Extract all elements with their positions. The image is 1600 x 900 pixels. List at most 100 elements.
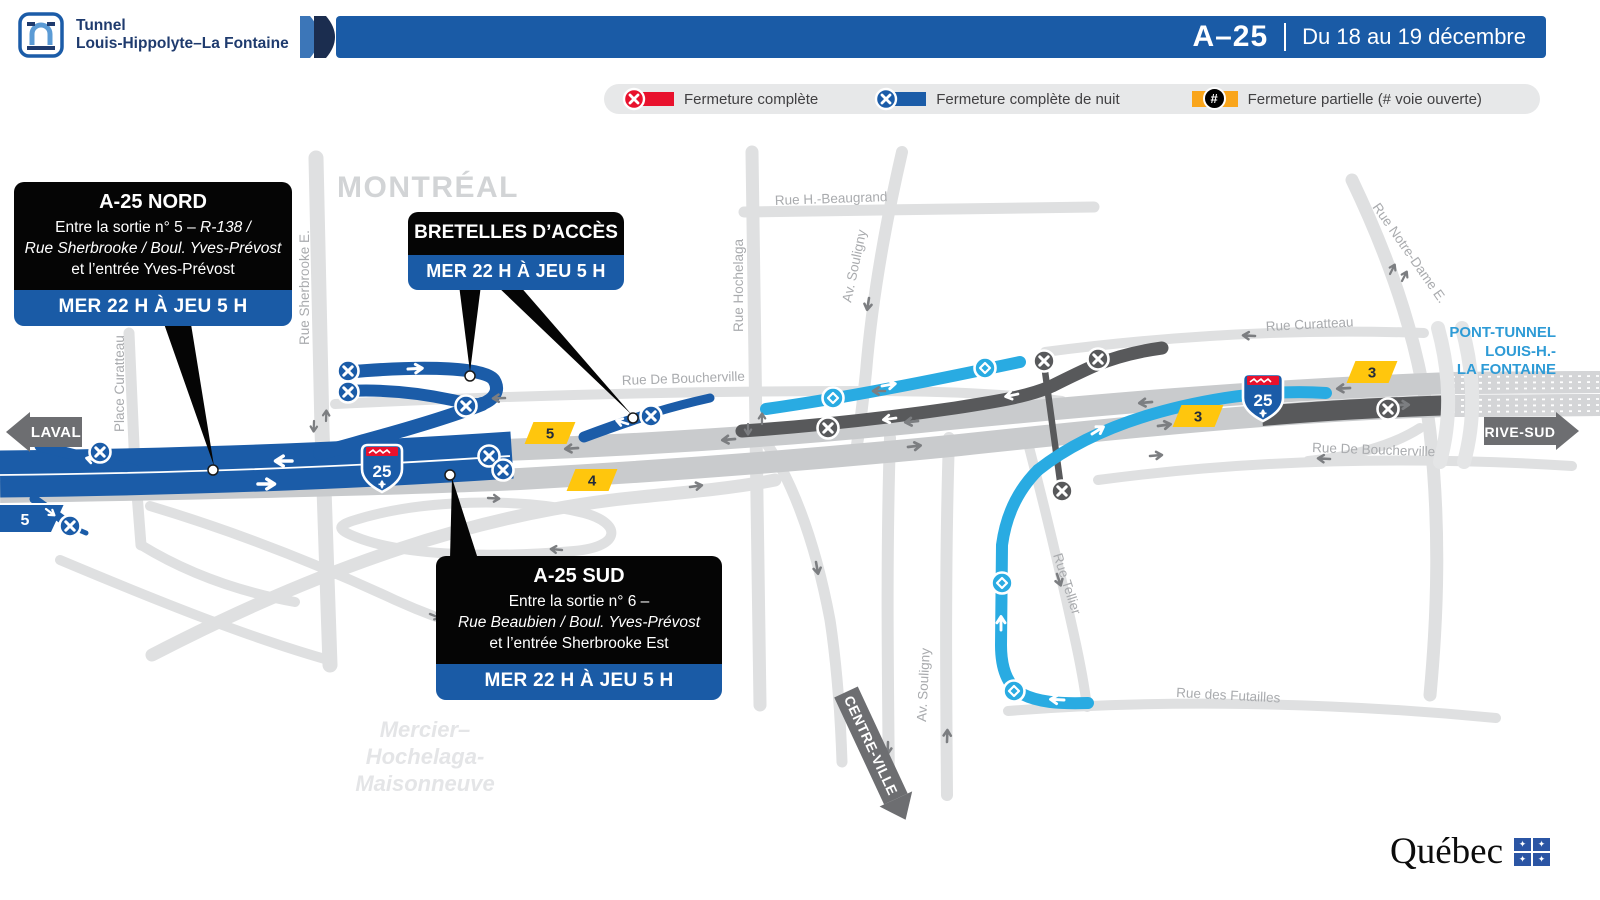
pont-tunnel-label: PONT-TUNNEL LOUIS-H.- LA FONTAINE (1449, 324, 1556, 378)
callout-bretelles: BRETELLES D’ACCÈS MER 22 H À JEU 5 H (408, 212, 624, 290)
road-rue-notre-dame (1345, 173, 1444, 702)
closed-road-x-badge (816, 416, 840, 440)
callout-title: A-25 SUD (533, 565, 625, 587)
city-label: MONTRÉAL (337, 170, 519, 204)
quebec-flag-icon (1514, 837, 1550, 866)
detour-diamond-badge (973, 356, 997, 380)
svg-text:LOUIS-H.-: LOUIS-H.- (1485, 343, 1556, 360)
closed-road-x-badge (1086, 347, 1110, 371)
svg-text:3: 3 (1368, 365, 1376, 382)
rive-sud-badge: RIVE-SUD (1484, 412, 1579, 450)
road-loop-ramp (336, 497, 617, 560)
night-closure-x-badge (58, 514, 82, 538)
callout-title: A-25 NORD (99, 191, 207, 213)
street-label-sherbrooke: Rue Sherbrooke E. (297, 230, 312, 345)
quebec-label: Québec (1390, 831, 1503, 872)
svg-text:5: 5 (546, 426, 554, 443)
svg-text:PONT-TUNNEL: PONT-TUNNEL (1449, 324, 1556, 341)
closed-ramp-vertical (1040, 360, 1065, 492)
road-place-curatteau-ext (136, 540, 300, 607)
callout-a25-sud: A-25 SUD Entre la sortie n° 6 – Rue Beau… (436, 556, 722, 700)
road-rue-tellier (1024, 442, 1092, 712)
exit5-tab: 5 (0, 503, 64, 532)
detour-merge (1032, 386, 1332, 476)
callout-line: et l’entrée Yves-Prévost (71, 261, 235, 278)
tunnel-logo: Tunnel Louis-Hippolyte–La Fontaine (18, 12, 289, 58)
open-lane-badge: 3 (1172, 405, 1224, 427)
callout-line: Entre la sortie n° 5 – R-138 / (55, 219, 251, 236)
a25-centerline (0, 455, 511, 476)
boucherville-ramp-end (651, 393, 715, 417)
callout-body: BRETELLES D’ACCÈS (408, 212, 624, 255)
street-label-hochelaga: Rue Hochelaga (731, 238, 746, 332)
callout-line: Entre la sortie n° 6 – (508, 593, 650, 610)
banner-divider (1284, 23, 1287, 51)
street-label-boucherville-east: Rue De Boucherville (1312, 440, 1436, 459)
street-label-souligny-north: Av. Souligny (839, 228, 869, 304)
legend-bar: Fermeture complète Fermeture complète de… (604, 84, 1540, 114)
open-lane-badges: 5 4 3 3 (524, 361, 1398, 491)
exit5-tab-number: 5 (21, 512, 30, 529)
header-banner: A–25 Du 18 au 19 décembre (336, 16, 1546, 58)
closed-road-x-badge (1376, 397, 1400, 421)
legend-partial-label: Fermeture partielle (# voie ouverte) (1247, 90, 1482, 108)
detour-diamond-badge (990, 571, 1014, 595)
svg-text:Mercier–: Mercier– (380, 717, 471, 742)
street-label-place-curatteau: Place Curatteau (112, 335, 127, 432)
legend-complete-label: Fermeture complète (684, 90, 819, 108)
street-label-beaugrand: Rue H.-Beaugrand (775, 189, 888, 208)
a25-closed-band (0, 431, 514, 498)
detour-diamond-badge (821, 386, 845, 410)
blue-swatch (892, 92, 927, 106)
callout-a25-nord: A-25 NORD Entre la sortie n° 5 – R-138 /… (14, 182, 292, 326)
hairpin-arm-a (341, 361, 503, 411)
road-av-souligny-south-b (940, 432, 955, 801)
closed-road-x-badge (1050, 479, 1074, 503)
detour-tellier-loop (994, 464, 1094, 710)
legend-item-complete: Fermeture complète (622, 87, 818, 111)
date-range: Du 18 au 19 décembre (1302, 24, 1526, 49)
legend-item-partial: # Fermeture partielle (# voie ouverte) (1191, 87, 1482, 110)
red-x-circle-icon (622, 87, 646, 111)
tunnel-logo-text: Tunnel Louis-Hippolyte–La Fontaine (76, 17, 289, 53)
red-swatch (640, 92, 674, 106)
night-closure-x-badge (639, 404, 663, 428)
road-rue-sherbrooke (308, 150, 338, 673)
night-closure-x-badge (336, 359, 360, 383)
tunnel-logo-icon (18, 12, 64, 58)
route-title: A–25 (1192, 20, 1269, 53)
callout-schedule: MER 22 H À JEU 5 H (408, 255, 624, 290)
quebec-wordmark: Québec (1390, 830, 1550, 873)
rive-sud-label: RIVE-SUD (1485, 424, 1556, 440)
closed-segment-tunnel-approach (1261, 395, 1459, 426)
svg-text:Hochelaga-: Hochelaga- (366, 744, 485, 769)
tunnel-portal-arcs (1431, 321, 1479, 469)
open-lane-badge: 3 (1346, 361, 1398, 383)
callout-schedule: MER 22 H À JEU 5 H (14, 290, 292, 326)
night-closure-x-badge (491, 458, 515, 482)
legend-item-night: Fermeture complète de nuit (874, 87, 1120, 111)
banner-chevron-decoration (300, 16, 335, 58)
closed-road-x-badge (1032, 349, 1056, 373)
road-rue-curatteau (1040, 326, 1429, 357)
open-lane-badge: 5 (524, 422, 576, 444)
road-ramp-left-b (55, 555, 337, 666)
street-label-tellier: Rue Tellier (1050, 551, 1084, 617)
callout-body: A-25 SUD Entre la sortie n° 6 – Rue Beau… (436, 556, 722, 664)
borough-label: Mercier– Hochelaga- Maisonneuve (355, 717, 494, 796)
street-label-souligny-south: Av. Souligny (914, 647, 933, 722)
svg-text:3: 3 (1194, 409, 1202, 426)
open-lane-badge: 4 (566, 469, 618, 491)
callout-pointers (162, 285, 632, 559)
callout-body: A-25 NORD Entre la sortie n° 5 – R-138 /… (14, 182, 292, 290)
svg-text:Maisonneuve: Maisonneuve (355, 771, 494, 796)
logo-line-1: Tunnel (76, 17, 126, 34)
laval-label: LAVAL (31, 424, 81, 441)
road-boucherville-east (1093, 455, 1577, 485)
street-label-futailles: Rue des Futailles (1176, 685, 1281, 705)
callout-title: BRETELLES D’ACCÈS (414, 222, 618, 243)
night-closure-x-badge (88, 440, 112, 464)
callout-line: Rue Beaubien / Boul. Yves-Prévost (457, 614, 701, 631)
